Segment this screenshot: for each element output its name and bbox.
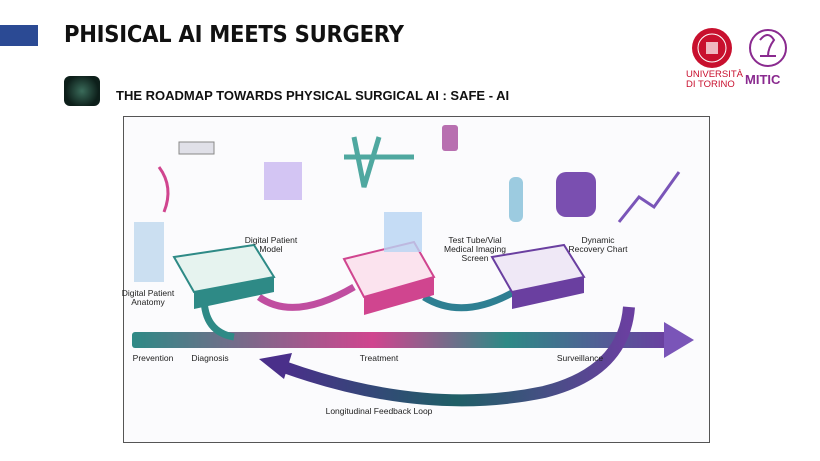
surgical-robot-icon xyxy=(344,136,414,188)
diagram-illustration xyxy=(132,125,694,407)
roadmap-diagram: Digital Patient Model Digital Patient An… xyxy=(121,116,710,443)
title-accent-bar xyxy=(0,25,38,46)
slide-title: PHISICAL AI MEETS SURGERY xyxy=(64,22,404,48)
smartwatch-icon xyxy=(556,172,596,217)
platform-diagnosis xyxy=(172,243,276,309)
platform-surveillance xyxy=(490,243,586,309)
feedback-loop-arrow xyxy=(281,306,635,407)
label-digital-patient-model: Digital Patient Model xyxy=(244,235,298,254)
stage-surveillance: Surveillance xyxy=(556,353,604,363)
digital-twin-cube-icon xyxy=(384,212,422,252)
digital-patient-cube-icon xyxy=(264,162,302,200)
stage-treatment: Treatment xyxy=(359,353,399,363)
dna-icon xyxy=(157,166,170,213)
anatomy-screen-icon xyxy=(134,222,164,282)
mitic-name: MITIC xyxy=(745,72,781,87)
label-digital-patient-anatomy: Digital Patient Anatomy xyxy=(121,288,175,307)
recovery-chart-icon xyxy=(617,171,681,223)
iv-bag-icon xyxy=(442,125,458,151)
university-seal-logo xyxy=(692,28,732,68)
roadmap-icon xyxy=(64,76,100,106)
label-feedback-loop: Longitudinal Feedback Loop xyxy=(325,406,433,416)
label-test-tube: Test Tube/Vial Medical Imaging Screen xyxy=(444,235,506,263)
stage-diagnosis: Diagnosis xyxy=(191,353,229,363)
test-tube-icon xyxy=(509,177,523,222)
stage-prevention: Prevention xyxy=(132,353,174,363)
slide-subtitle: THE ROADMAP TOWARDS PHYSICAL SURGICAL AI… xyxy=(116,88,510,103)
mitic-logo xyxy=(749,29,787,67)
platform-treatment xyxy=(342,240,436,315)
label-recovery-chart: Dynamic Recovery Chart xyxy=(568,235,628,254)
slide-sample-icon xyxy=(178,141,215,155)
timeline-arrow xyxy=(132,322,694,358)
